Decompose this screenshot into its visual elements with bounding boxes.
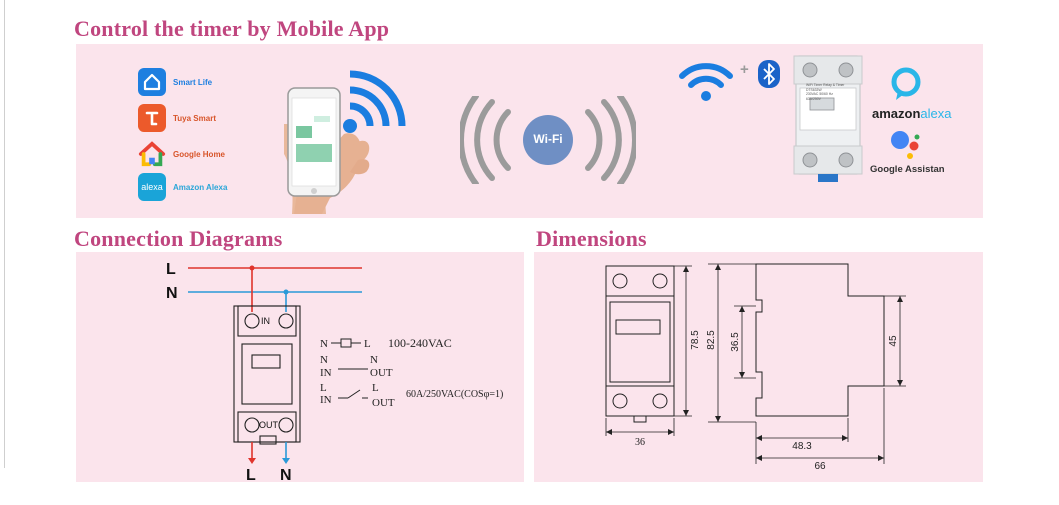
alexa-icon-text: alexa — [141, 182, 163, 192]
legend-rating: 60A/250VAC(COSφ=1) — [406, 389, 503, 400]
connection-diagram-panel: L N L N IN OUT N L 100-240VAC N N IN OUT… — [76, 252, 524, 482]
wiring-diagram: L N L N IN OUT N L 100-240VAC N N IN OUT… — [166, 261, 503, 482]
side-dimension-lines — [708, 263, 906, 464]
dim-height-right: 45 — [888, 335, 899, 347]
app-control-panel: Smart Life Tuya Smart Google Home alexa … — [76, 44, 983, 218]
dimension-drawing: 78.5 82.5 36.5 45 48.3 66 36 — [605, 263, 906, 472]
dimensions-panel: 78.5 82.5 36.5 45 48.3 66 36 — [534, 252, 983, 482]
side-view-outline — [755, 263, 885, 417]
front-view-outline — [605, 265, 675, 423]
legend-row2-top-right: N — [370, 354, 378, 366]
dim-height-front: 78.5 — [690, 330, 701, 350]
front-dimension-arrows — [606, 266, 689, 435]
app-item-google-home: Google Home — [138, 139, 225, 169]
dim-width-front: 36 — [635, 437, 645, 448]
wifi-icon — [679, 63, 733, 101]
google-assistant-icon — [891, 131, 920, 159]
connection-diagrams-title: Connection Diagrams — [74, 226, 283, 251]
dim-height-outer: 82.5 — [706, 330, 717, 350]
wifi-signal-icon — [343, 70, 406, 133]
legend-row3-bottom-left: IN — [320, 394, 332, 406]
alexa-ring-icon — [891, 67, 921, 100]
amazon-alexa-logo: amazonalexa — [872, 106, 952, 121]
legend-symbols — [331, 338, 368, 399]
bluetooth-icon — [758, 60, 780, 88]
phone-in-hand-illustration — [284, 87, 370, 214]
dim-depth-step: 48.3 — [792, 441, 812, 452]
device-label: WiFi Timer Relay & Timer DTS633W 230VAC … — [806, 83, 845, 101]
legend-row2-top-left: N — [320, 354, 328, 366]
dim-depth-total: 66 — [814, 461, 826, 472]
wifi-badge: Wi-Fi — [533, 132, 563, 146]
app-item-tuya-smart: Tuya Smart — [138, 103, 216, 133]
out-terminal-label: OUT — [259, 420, 279, 430]
output-live-label: L — [246, 467, 256, 482]
plus-sign: + — [740, 61, 749, 78]
dimensions-title: Dimensions — [536, 226, 647, 251]
wifi-broadcast-illustration — [460, 96, 636, 184]
left-border-line — [4, 0, 5, 468]
legend-row3-top-left: L — [320, 382, 327, 394]
output-neutral-label: N — [280, 467, 292, 482]
neutral-output-arrow — [282, 458, 290, 464]
device-outline — [233, 305, 301, 445]
legend-row3-top-right: L — [372, 382, 379, 394]
legend-voltage: 100-240VAC — [388, 336, 452, 350]
side-dimension-arrows — [715, 264, 903, 461]
app-label: Amazon Alexa — [173, 182, 228, 192]
home-icon — [138, 68, 166, 96]
dim-height-window: 36.5 — [730, 332, 741, 352]
app-control-title: Control the timer by Mobile App — [74, 16, 390, 41]
alexa-icon: alexa — [138, 173, 166, 201]
supply-live-label: L — [166, 261, 176, 278]
legend-row1-right: L — [364, 338, 371, 350]
tuya-icon — [138, 104, 166, 132]
timer-device-photo — [793, 55, 863, 182]
app-item-amazon-alexa: alexa Amazon Alexa — [138, 172, 227, 202]
supply-neutral-label: N — [166, 285, 178, 302]
app-label: Google Home — [173, 149, 226, 159]
legend-row3-bottom-right: OUT — [372, 397, 395, 409]
in-terminal-label: IN — [261, 316, 270, 326]
app-label: Smart Life — [173, 77, 213, 87]
app-label: Tuya Smart — [173, 113, 216, 123]
front-dimension-lines — [605, 265, 692, 436]
live-output-arrow — [248, 458, 256, 464]
app-item-smart-life: Smart Life — [138, 67, 212, 97]
legend-row2-bottom-right: OUT — [370, 367, 393, 379]
legend-row2-bottom-left: IN — [320, 367, 332, 379]
google-home-icon — [138, 140, 166, 168]
google-assistant-label: Google Assistan — [870, 164, 945, 175]
legend-row1-left: N — [320, 338, 328, 350]
